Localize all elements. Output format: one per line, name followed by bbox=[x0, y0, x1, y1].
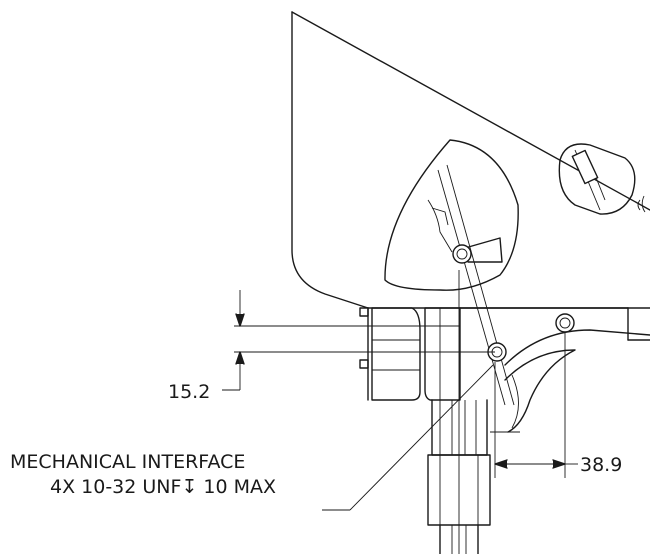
latch-housing bbox=[384, 139, 519, 406]
lever-arm bbox=[490, 329, 650, 433]
note-line-1: MECHANICAL INTERFACE bbox=[10, 451, 245, 473]
base-assembly bbox=[359, 307, 650, 401]
width-dimension bbox=[494, 332, 578, 478]
housing-body bbox=[291, 11, 650, 309]
width-dimension-label: 38.9 bbox=[580, 454, 622, 476]
height-dimension bbox=[222, 290, 495, 391]
note-leader bbox=[322, 364, 494, 511]
note-line-2: 4X 10-32 UNF↧ 10 MAX bbox=[50, 476, 276, 498]
height-dimension-label: 15.2 bbox=[168, 381, 210, 403]
upper-clamp-detail bbox=[558, 143, 646, 215]
